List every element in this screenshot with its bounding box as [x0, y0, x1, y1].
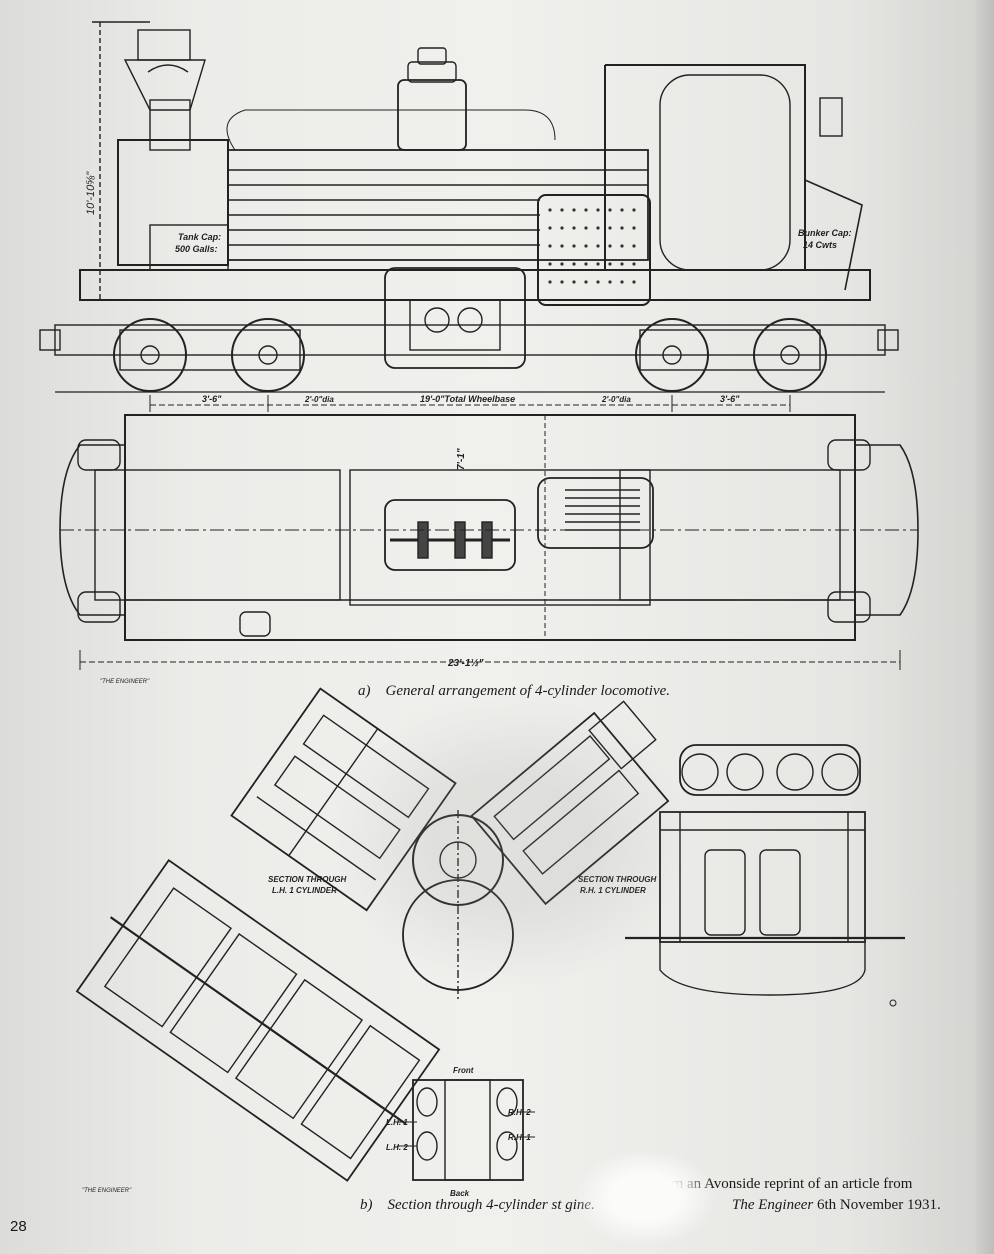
crankcase-section — [402, 810, 514, 1000]
height-dimension-label: 10'-10⅝" — [85, 171, 97, 215]
figure-b-caption-text: Section through 4-cylinder st — [387, 1197, 562, 1213]
registration-mark — [889, 999, 897, 1007]
main-frame — [54, 269, 886, 393]
firebox — [537, 194, 651, 306]
lh-section-label-2: L.H. 1 CYLINDER — [272, 886, 337, 895]
cab — [604, 64, 863, 291]
source-credit-line-2: The Engineer 6th November 1931. — [732, 1197, 941, 1214]
figure-a-letter: a) — [358, 683, 371, 699]
plan-view — [59, 414, 919, 641]
lh1-label: L.H. 1 — [386, 1118, 408, 1127]
steam-dome — [397, 47, 467, 151]
bunker-capacity-label-1: Bunker Cap: — [798, 228, 852, 238]
rh-section-label-1: SECTION THROUGH — [578, 875, 656, 884]
lh-cylinder-section — [230, 687, 457, 912]
chimney — [123, 29, 206, 151]
svg-text:10'-10⅝": 10'-10⅝" — [85, 171, 97, 215]
rh2-label: R.H. 2 — [508, 1108, 531, 1117]
boiler — [117, 109, 649, 266]
rear-bogie — [635, 318, 827, 392]
source-publication: The Engineer — [732, 1197, 814, 1213]
rh-section-label-2: R.H. 1 CYLINDER — [580, 886, 646, 895]
figure-a-caption: a) General arrangement of 4-cylinder loc… — [358, 683, 670, 700]
wheelbase-right-label: 3'-6" — [720, 394, 740, 404]
front-bogie — [113, 318, 305, 392]
figure-b-caption: b) Section through 4-cylinder st gine. — [360, 1197, 595, 1214]
source-credit-line-1: pie from an Avonside reprint of an artic… — [632, 1176, 913, 1192]
rh1-label: R.H. 1 — [508, 1133, 531, 1142]
crankshaft-assembly — [75, 858, 441, 1182]
length-dimension — [79, 650, 901, 670]
lh-section-label-1: SECTION THROUGH — [268, 875, 346, 884]
front-label: Front — [453, 1066, 474, 1075]
engine-unit — [384, 267, 526, 369]
bunker-capacity-label-2: 14 Cwts — [803, 240, 837, 250]
width-dimension-label: 7'-1" — [456, 448, 467, 470]
lh2-label: L.H. 2 — [386, 1143, 408, 1152]
figure-a-caption-text: General arrangement of 4-cylinder locomo… — [385, 683, 671, 699]
wheel-dia-right-label: 2'-0"dia — [601, 395, 631, 404]
rh-cylinder-section — [470, 700, 670, 906]
engineer-credit-mark-a: "THE ENGINEER" — [100, 679, 150, 685]
tank-capacity-label-2: 500 Galls: — [175, 244, 218, 254]
total-wheelbase-label: 19'-0"Total Wheelbase — [420, 394, 515, 404]
engineer-credit-mark-b: "THE ENGINEER" — [82, 1188, 132, 1194]
page-number: 28 — [10, 1218, 27, 1235]
front-buffer — [39, 329, 61, 351]
cylinder-layout-plan — [397, 1079, 535, 1181]
tank-capacity-label-1: Tank Cap: — [178, 232, 221, 242]
figure-b-letter: b) — [360, 1197, 373, 1213]
wheelbase-left-label: 3'-6" — [202, 394, 222, 404]
source-date: 6th November 1931. — [813, 1197, 941, 1213]
figure-b-caption-tail: gine. — [565, 1197, 595, 1213]
page-edge-shadow — [976, 0, 994, 1254]
rear-buffer — [877, 329, 899, 351]
wheelbase-dimension — [149, 395, 791, 412]
end-section — [625, 744, 905, 996]
svg-text:7'-1": 7'-1" — [456, 448, 467, 470]
wheel-dia-left-label: 2'-0"dia — [304, 395, 334, 404]
overall-length-label: 23'-1½" — [447, 658, 484, 669]
back-label: Back — [450, 1189, 470, 1198]
